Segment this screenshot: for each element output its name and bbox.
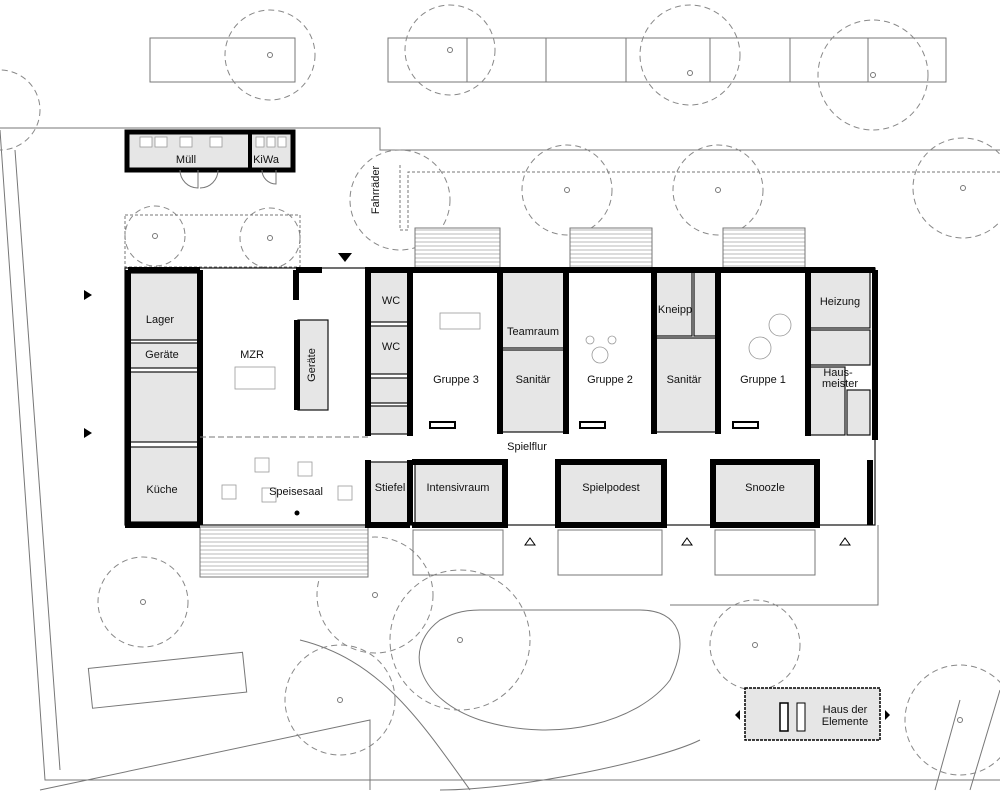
room-geraete-mzr [297,319,329,411]
room-stiefel [369,461,411,525]
room-label-heizung: Heizung [820,296,860,308]
terraces [124,214,816,578]
room-hausmeister [809,366,846,436]
room-label-wc-2: WC [382,341,400,353]
room-label-muell: Müll [176,154,196,166]
room-label-hausmeister-2: meister [822,378,858,390]
label-spielflur: Spielflur [507,441,547,453]
haus-der-elemente [735,687,890,741]
label-fahrraeder: Fahrräder [370,166,382,215]
label-haus-der-elemente-1: Haus der [823,704,868,716]
room-label-lager: Lager [146,314,174,326]
room-label-speisesaal: Speisesaal [269,486,323,498]
room-label-gruppe-2: Gruppe 2 [587,374,633,386]
room-label-kueche: Küche [146,484,177,496]
room-label-kneipp: Kneipp [658,304,692,316]
room-intensivraum [414,461,504,525]
room-label-gruppe-1: Gruppe 1 [740,374,786,386]
room-sanitaer-1 [501,349,565,433]
room-label-teamraum: Teamraum [507,326,559,338]
room-label-geraete-mzr: Geräte [306,348,318,382]
room-label-hausmeister-1: Haus- [823,367,853,379]
building [84,253,878,546]
room-label-snoozle: Snoozle [745,482,785,494]
waste-building [124,129,296,189]
room-label-wc-1: WC [382,295,400,307]
room-label-sanitaer-1: Sanitär [516,374,551,386]
room-sanitaer-2 [655,337,717,433]
room-label-sanitaer-2: Sanitär [667,374,702,386]
room-label-stiefel: Stiefel [375,482,406,494]
room-label-gruppe-3: Gruppe 3 [433,374,479,386]
room-snoozle [714,461,816,525]
room-teamraum [501,271,565,349]
room-label-kiwa: KiWa [253,154,280,166]
site-lines [0,127,1000,791]
label-haus-der-elemente-2: Elemente [822,716,868,728]
room-label-intensivraum: Intensivraum [427,482,490,494]
room-geraete [129,342,199,369]
parking-spaces [149,37,947,83]
room-lager [129,272,199,341]
room-label-spielpodest: Spielpodest [582,482,640,494]
room-label-mzr: MZR [240,349,264,361]
room-label-geraete: Geräte [145,349,179,361]
